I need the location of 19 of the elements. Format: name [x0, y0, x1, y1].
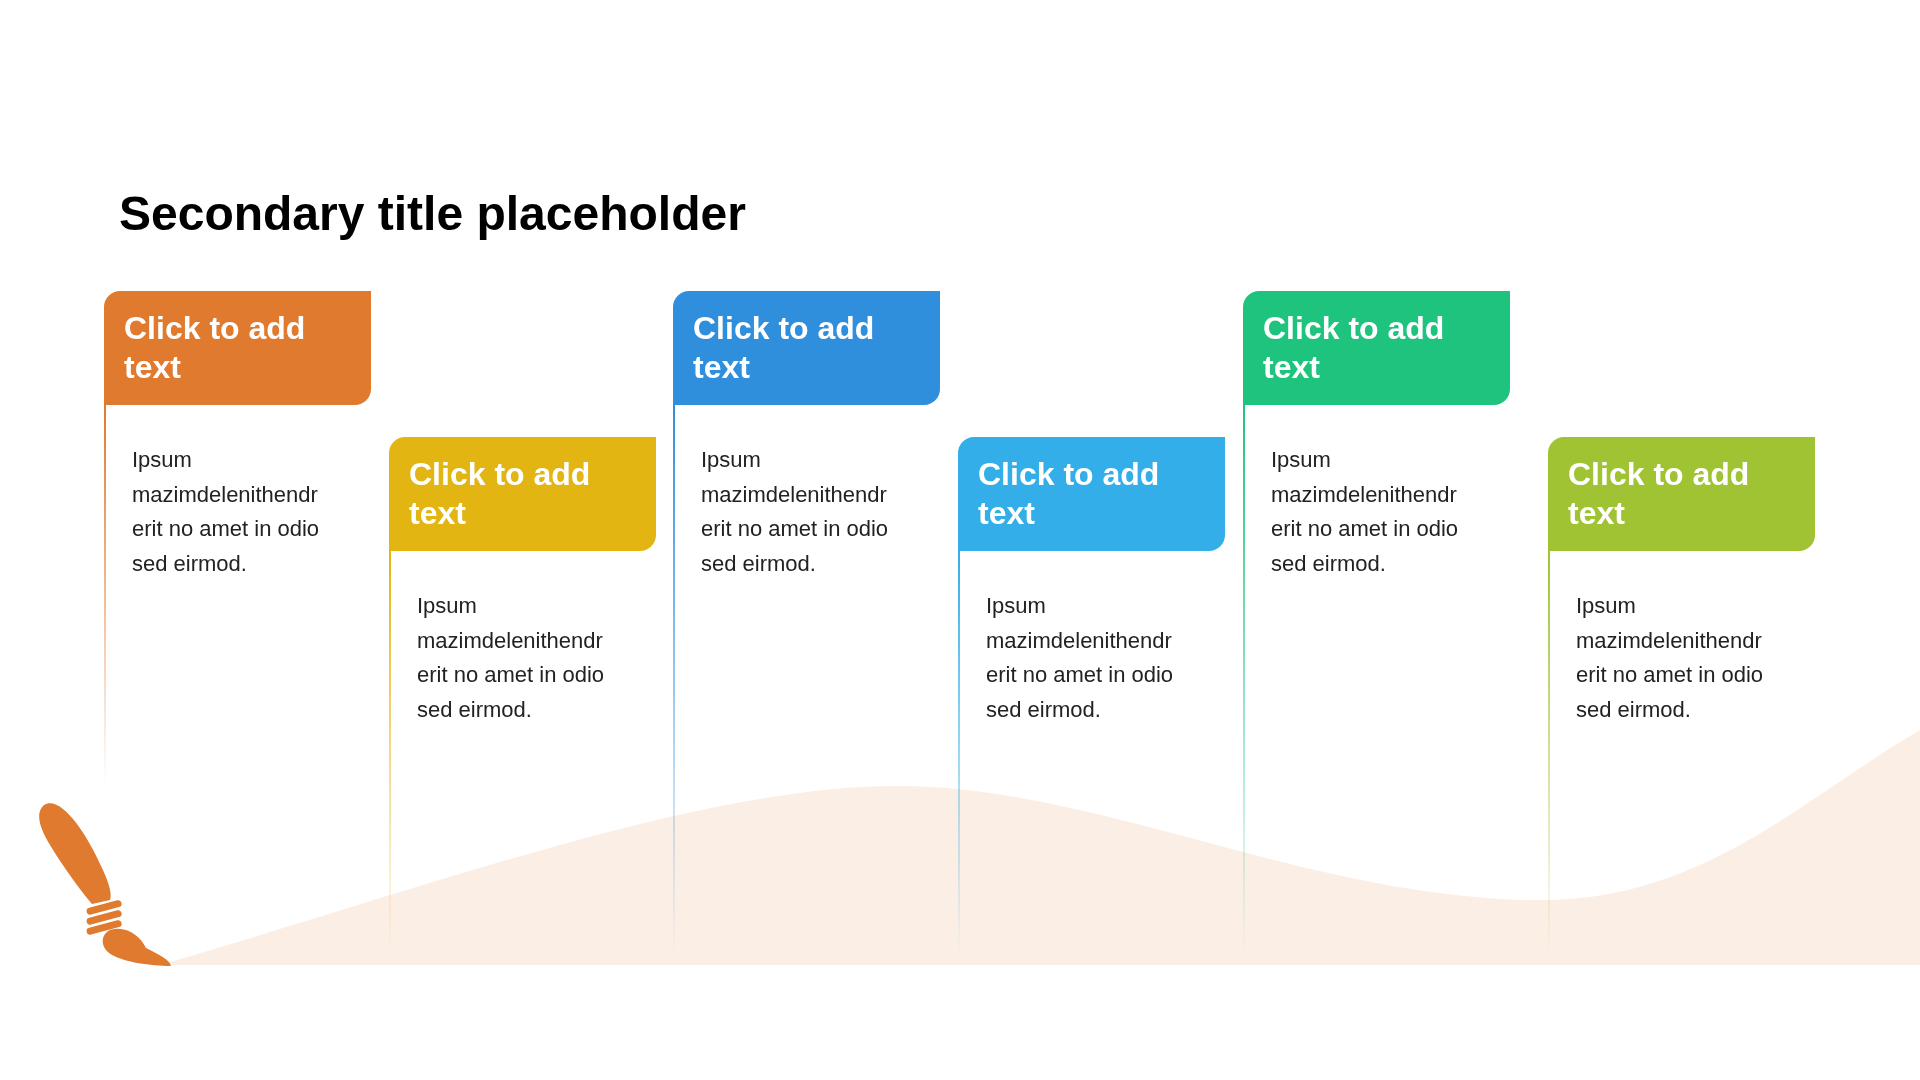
flag-label	[389, 437, 656, 551]
flag-heading: Click to add text	[1263, 309, 1446, 387]
flag-label	[673, 291, 940, 405]
description-text: Ipsum mazimdelenithendrerit no amet in odio sed eirmod.	[417, 592, 606, 724]
description-text: Ipsum mazimdelenithendrerit no amet in odio sed eirmod.	[701, 446, 890, 578]
flag-heading: Click to add text	[124, 309, 307, 387]
description-text: Ipsum mazimdelenithendrerit no amet in odio sed eirmod.	[132, 446, 321, 578]
flag-heading: Click to add text	[693, 309, 876, 387]
flag-label	[958, 437, 1225, 551]
flag-label	[1243, 291, 1510, 405]
flag-heading: Click to add text	[409, 455, 592, 533]
description-text: Ipsum mazimdelenithendrerit no amet in odio sed eirmod.	[986, 592, 1175, 724]
flag-heading: Click to add text	[978, 455, 1161, 533]
description-text: Ipsum mazimdelenithendrerit no amet in odio sed eirmod.	[1271, 446, 1460, 578]
flag-heading: Click to add text	[1568, 455, 1751, 533]
flag-label	[1548, 437, 1815, 551]
description-text: Ipsum mazimdelenithendrerit no amet in odio sed eirmod.	[1576, 592, 1765, 724]
flag-label	[104, 291, 371, 405]
title: Secondary title placeholder	[119, 186, 746, 241]
